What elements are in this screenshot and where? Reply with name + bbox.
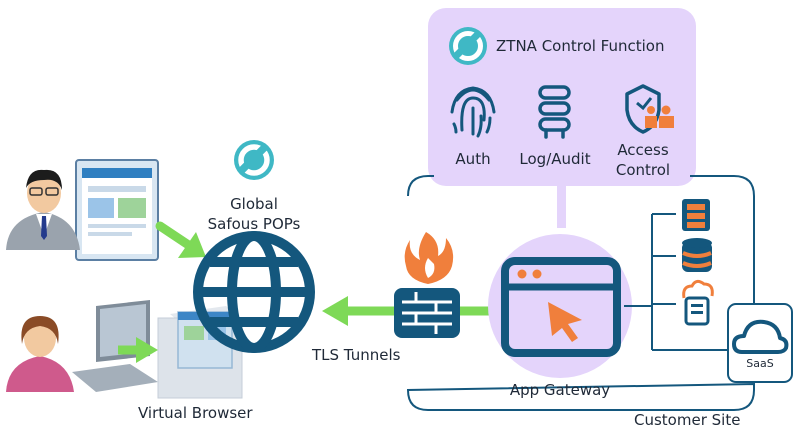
- laptop-user-icon: [6, 316, 74, 392]
- access-control-label-line2: Control: [615, 161, 671, 179]
- laptop-to-browser-arrow: [118, 337, 158, 363]
- app-gateway-label: App Gateway: [509, 381, 611, 399]
- access-control-icon: [625, 84, 674, 134]
- desktop-user-icon: [6, 169, 80, 250]
- desktop-monitor-icon: [75, 159, 159, 261]
- virtual-browser-label: Virtual Browser: [138, 404, 253, 422]
- ztna-connector: [557, 186, 566, 228]
- fingerprint-icon: [450, 86, 496, 138]
- saas-cloud-icon: [732, 319, 789, 354]
- auth-label: Auth: [455, 150, 491, 168]
- server-branch-lines: [624, 213, 740, 351]
- pop-label-line2: Safous POPs: [207, 215, 301, 233]
- globe-icon: [193, 231, 315, 353]
- ztna-title: ZTNA Control Function: [496, 37, 665, 55]
- user-to-pop-arrow: [155, 221, 206, 258]
- saas-box: [727, 303, 793, 383]
- server-icon: [682, 199, 710, 231]
- log-audit-icon: [538, 85, 571, 139]
- saas-label: SaaS: [746, 357, 774, 370]
- firewall-icon: [394, 232, 460, 338]
- safous-logo-icon: [449, 27, 487, 65]
- app-gateway-icon: [501, 257, 621, 357]
- log-audit-label: Log/Audit: [519, 150, 591, 168]
- safous-pop-logo-icon: [234, 140, 274, 180]
- database-icon: [682, 238, 712, 272]
- tls-tunnels-label: TLS Tunnels: [312, 346, 401, 364]
- pop-label-line1: Global: [230, 195, 278, 213]
- customer-site-boundary: [406, 175, 755, 411]
- access-control-label-line1: Access: [617, 141, 669, 159]
- customer-site-label: Customer Site: [634, 411, 741, 429]
- cloud-server-icon: [682, 279, 714, 326]
